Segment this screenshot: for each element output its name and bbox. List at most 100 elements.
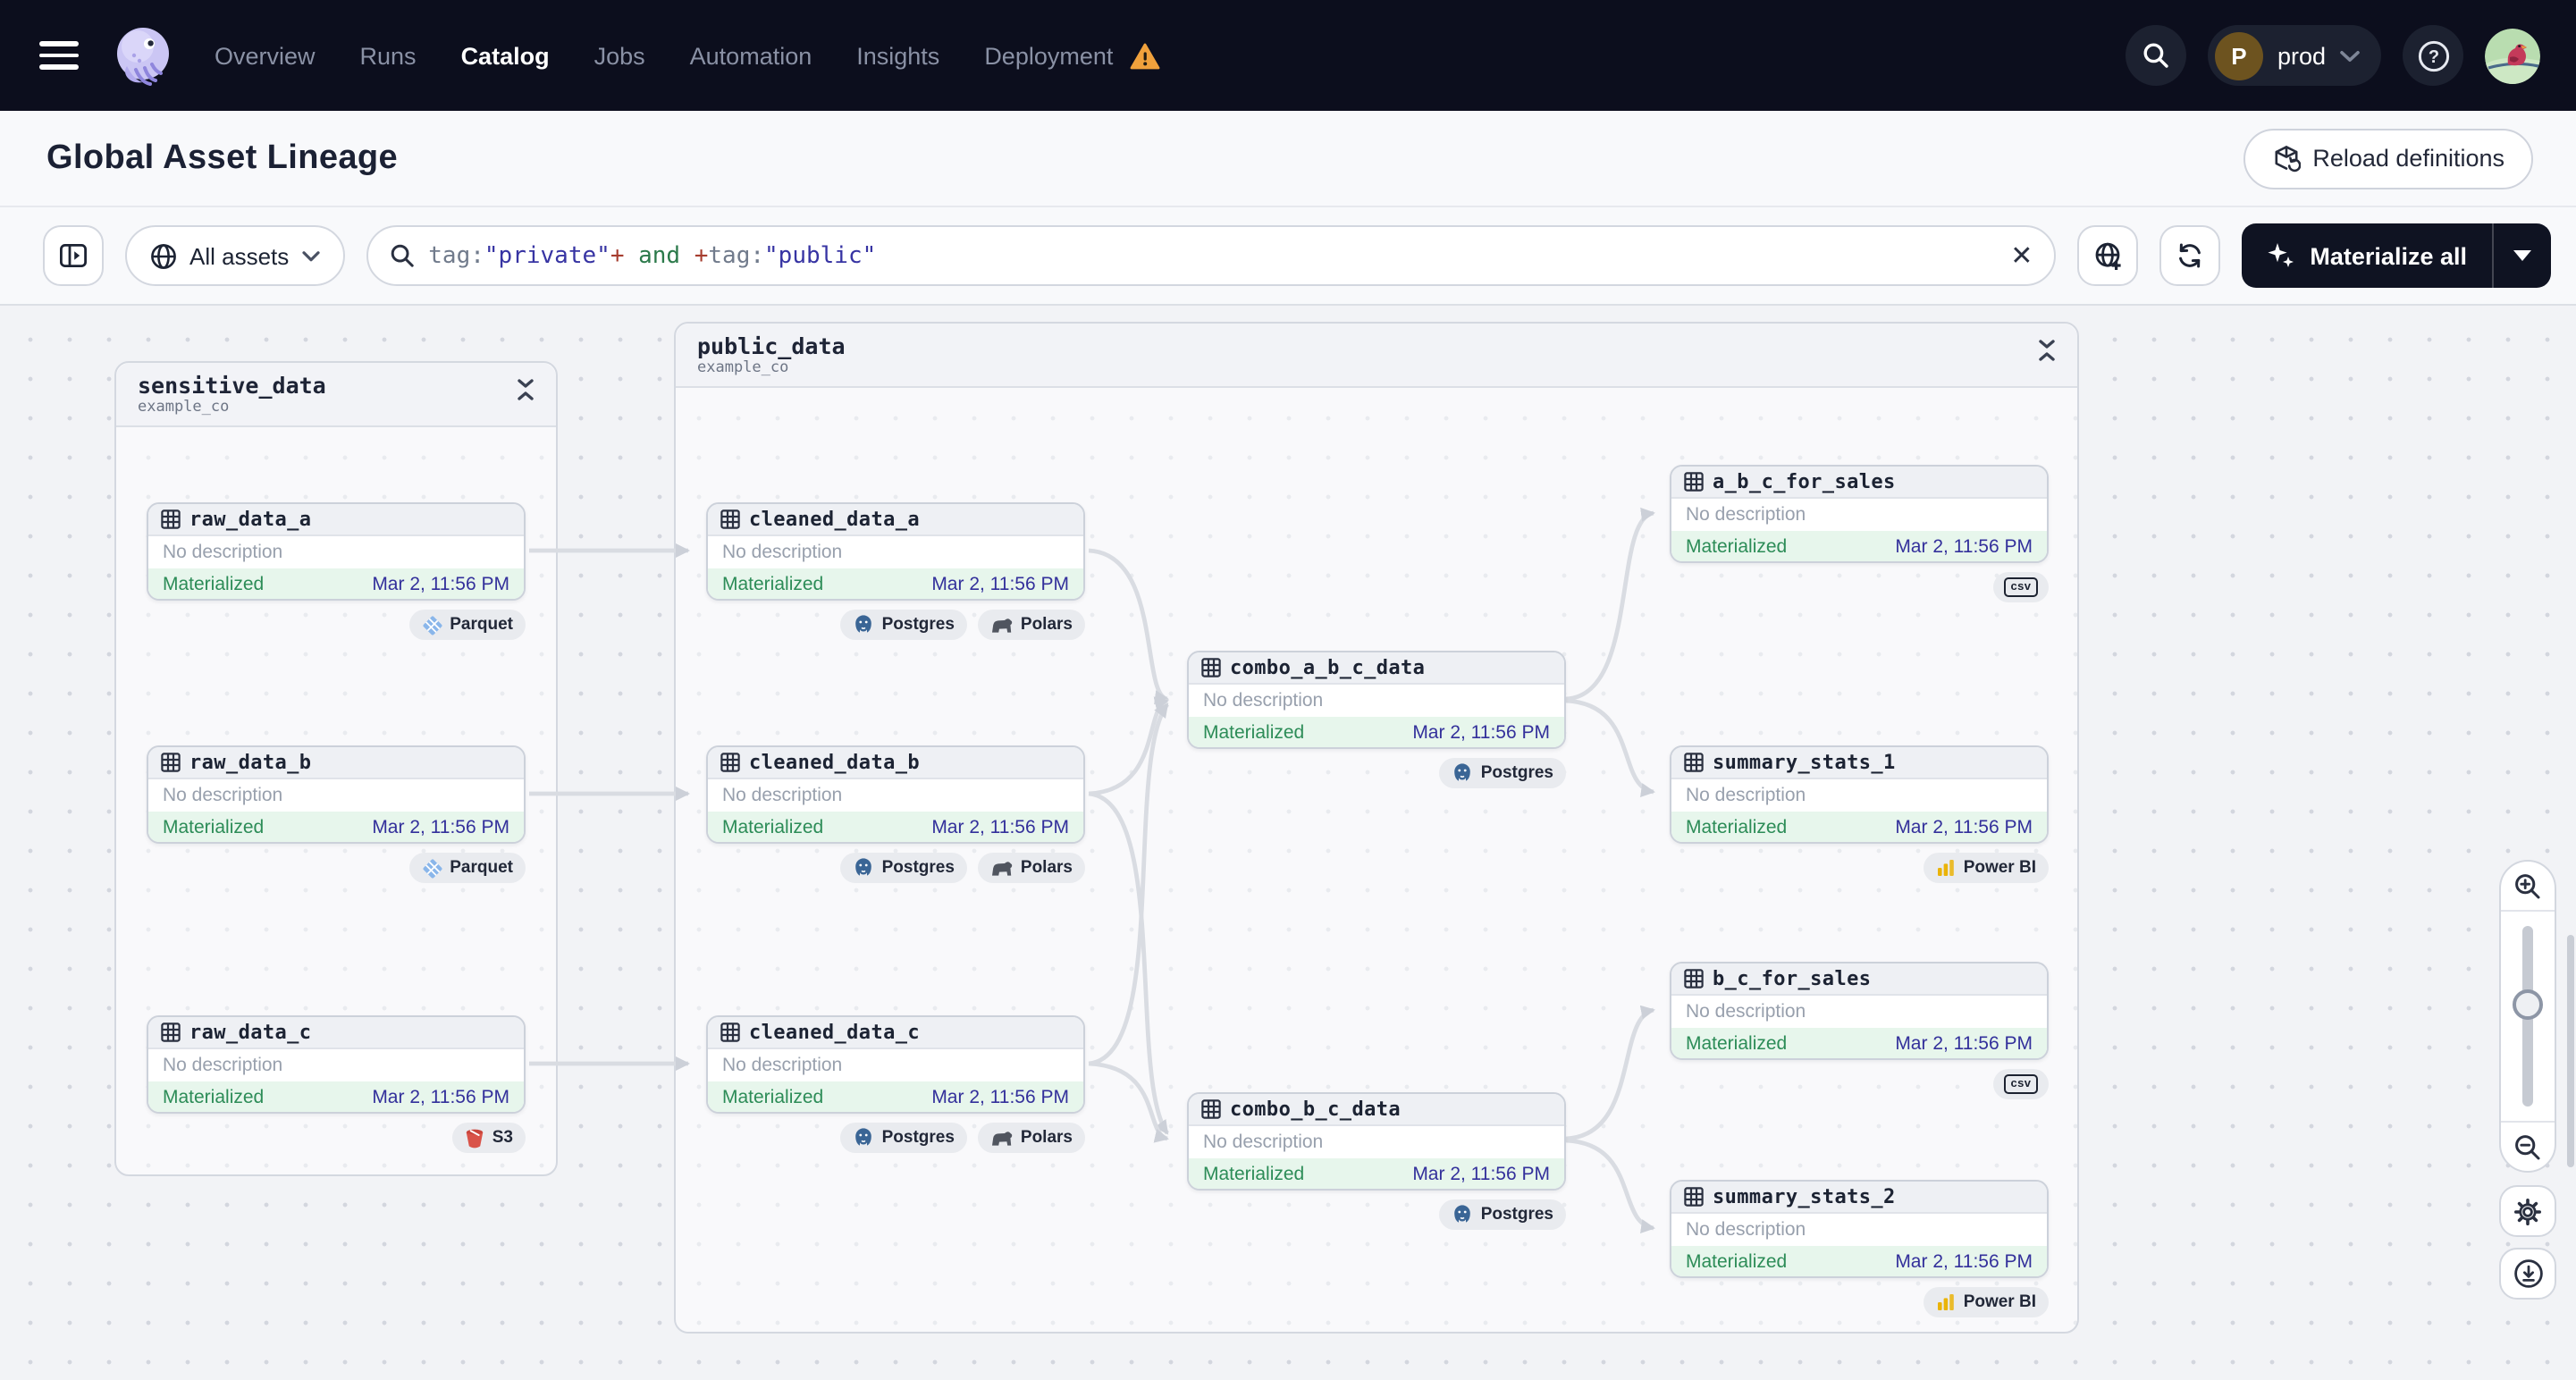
refresh-button[interactable] [2159, 225, 2221, 286]
nav-item-insights[interactable]: Insights [856, 42, 940, 69]
asset-timestamp: Mar 2, 11:56 PM [1412, 721, 1550, 743]
materialize-options-button[interactable] [2494, 223, 2551, 288]
asset-badges: Postgres [1187, 1199, 1566, 1230]
nav-item-automation[interactable]: Automation [689, 42, 812, 69]
dagster-logo[interactable] [111, 23, 175, 88]
asset-description: No description [1686, 785, 1806, 806]
kind-tag-postgres: Postgres [840, 853, 967, 883]
asset-name: combo_a_b_c_data [1230, 656, 1426, 679]
postgres-icon [854, 614, 875, 635]
asset-node-summary-stats-2[interactable]: summary_stats_2 No description Materiali… [1670, 1180, 2049, 1278]
postgres-icon [854, 1127, 875, 1149]
lineage-canvas[interactable]: sensitive_data example_co public_data ex… [0, 306, 2576, 1380]
asset-name: cleaned_data_b [749, 751, 921, 774]
asset-node-b-c-for-sales[interactable]: b_c_for_sales No description Materialize… [1670, 962, 2049, 1060]
asset-node-a-b-c-for-sales[interactable]: a_b_c_for_sales No description Materiali… [1670, 465, 2049, 563]
asset-search-input[interactable]: tag:"private"+ and +tag:"public" ✕ [366, 225, 2057, 286]
asset-status: Materialized [722, 816, 824, 837]
help-button[interactable]: ? [2403, 25, 2463, 86]
kind-tag-csv: csv [1993, 1069, 2049, 1099]
group-title: sensitive_data [138, 372, 326, 399]
new-asset-group-view-button[interactable] [2077, 225, 2139, 286]
asset-scope-label: All assets [189, 242, 290, 269]
collapse-group-icon[interactable] [517, 374, 535, 400]
kind-tag-polars: Polars [977, 853, 1085, 883]
asset-timestamp: Mar 2, 11:56 PM [372, 816, 509, 837]
asset-timestamp: Mar 2, 11:56 PM [1412, 1163, 1550, 1184]
asset-badges: Postgres Polars [706, 610, 1085, 640]
group-title: public_data [697, 332, 846, 359]
asset-node-cleaned-data-c[interactable]: cleaned_data_c No description Materializ… [706, 1015, 1085, 1114]
nav-item-deployment[interactable]: Deployment [984, 42, 1114, 69]
gear-icon [2513, 1197, 2542, 1225]
zoom-slider-thumb[interactable] [2513, 989, 2543, 1020]
asset-name: raw_data_b [189, 751, 312, 774]
asset-status: Materialized [722, 573, 824, 594]
nav-item-overview[interactable]: Overview [215, 42, 316, 69]
collapse-group-icon[interactable] [2038, 334, 2056, 361]
hamburger-menu-icon[interactable] [39, 41, 79, 70]
asset-name: raw_data_a [189, 508, 312, 531]
asset-node-summary-stats-1[interactable]: summary_stats_1 No description Materiali… [1670, 745, 2049, 844]
zoom-in-button[interactable] [2501, 862, 2555, 912]
asset-status: Materialized [1686, 535, 1788, 557]
svg-text:?: ? [2428, 46, 2438, 66]
asset-timestamp: Mar 2, 11:56 PM [1895, 1032, 2033, 1054]
download-graph-button[interactable] [2499, 1248, 2556, 1300]
group-location: example_co [697, 359, 789, 378]
asset-status: Materialized [163, 1086, 265, 1107]
deployment-badge: P [2214, 31, 2263, 80]
vertical-scrollbar-thumb[interactable] [2567, 935, 2574, 1167]
asset-description: No description [1686, 504, 1806, 526]
table-icon [1201, 1099, 1221, 1119]
chevron-down-icon [2340, 49, 2360, 62]
asset-node-combo-b-c-data[interactable]: combo_b_c_data No description Materializ… [1187, 1092, 1566, 1191]
search-query: tag:"private"+ and +tag:"public" [428, 242, 877, 269]
asset-name: raw_data_c [189, 1021, 312, 1044]
nav-item-jobs[interactable]: Jobs [593, 42, 645, 69]
asset-node-cleaned-data-b[interactable]: cleaned_data_b No description Materializ… [706, 745, 1085, 844]
asset-scope-dropdown[interactable]: All assets [125, 225, 345, 286]
clear-search-icon[interactable]: ✕ [2010, 240, 2033, 271]
asset-description: No description [163, 542, 283, 563]
reload-definitions-button[interactable]: Reload definitions [2243, 128, 2533, 189]
kind-tag-parquet: Parquet [408, 610, 526, 640]
user-avatar[interactable] [2485, 28, 2540, 83]
asset-node-cleaned-data-a[interactable]: cleaned_data_a No description Materializ… [706, 502, 1085, 601]
search-button[interactable] [2125, 25, 2186, 86]
kind-tag-polars: Polars [977, 1123, 1085, 1153]
asset-badges: Postgres Polars [706, 1123, 1085, 1153]
panel-toggle-icon [59, 241, 88, 270]
polars-icon [990, 616, 1014, 634]
zoom-out-button[interactable] [2501, 1121, 2555, 1171]
table-icon [1201, 658, 1221, 677]
asset-badges: S3 [147, 1123, 526, 1153]
graph-settings-button[interactable] [2499, 1185, 2556, 1237]
open-panel-button[interactable] [43, 225, 104, 286]
asset-status: Materialized [1203, 1163, 1305, 1184]
group-header: sensitive_data example_co [116, 363, 556, 428]
deployment-switcher[interactable]: P prod [2207, 25, 2381, 86]
zoom-out-icon [2513, 1132, 2542, 1161]
parquet-icon [421, 614, 442, 635]
materialize-all-button[interactable]: Materialize all [2242, 223, 2551, 288]
asset-description: No description [1203, 1132, 1324, 1153]
asset-description: No description [1203, 690, 1324, 711]
chevron-down-icon [301, 249, 319, 262]
nav-item-runs[interactable]: Runs [359, 42, 417, 69]
csv-icon: csv [2004, 1074, 2038, 1094]
globe-plus-icon [2092, 240, 2123, 271]
asset-badges: Postgres [1187, 758, 1566, 788]
polars-icon [990, 1129, 1014, 1147]
asset-status: Materialized [1686, 1032, 1788, 1054]
zoom-controls [2499, 860, 2556, 1173]
kind-tag-polars: Polars [977, 610, 1085, 640]
group-header: public_data example_co [676, 324, 2077, 389]
postgres-icon [1452, 762, 1474, 784]
asset-node-combo-a-b-c-data[interactable]: combo_a_b_c_data No description Material… [1187, 651, 1566, 749]
nav-item-catalog[interactable]: Catalog [460, 42, 550, 69]
